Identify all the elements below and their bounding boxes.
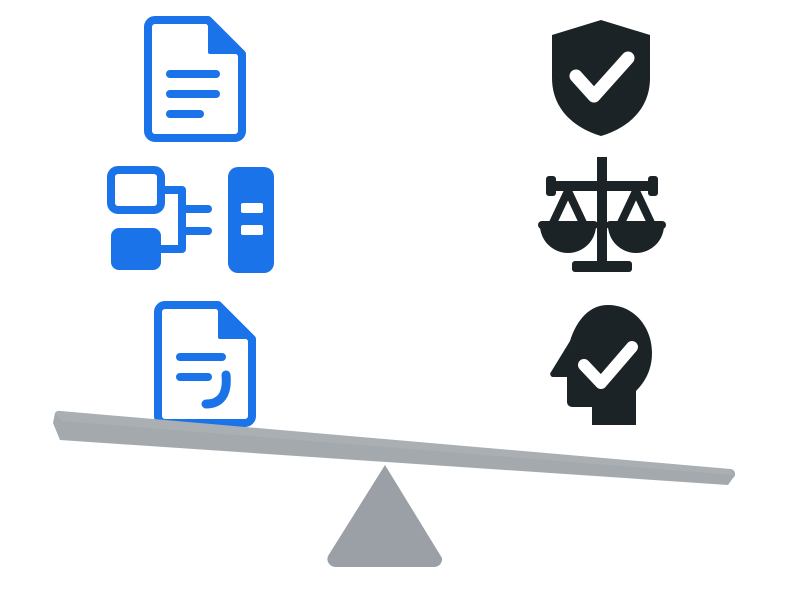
balance-beam-icon (53, 410, 735, 485)
scales-of-justice-icon (532, 155, 672, 280)
fulcrum-triangle-icon (327, 465, 443, 567)
flowchart-icon (106, 165, 278, 275)
document-lines-icon (140, 16, 246, 142)
shield-check-icon (546, 18, 656, 138)
balance-scale (0, 395, 803, 598)
head-check-icon (548, 303, 656, 428)
